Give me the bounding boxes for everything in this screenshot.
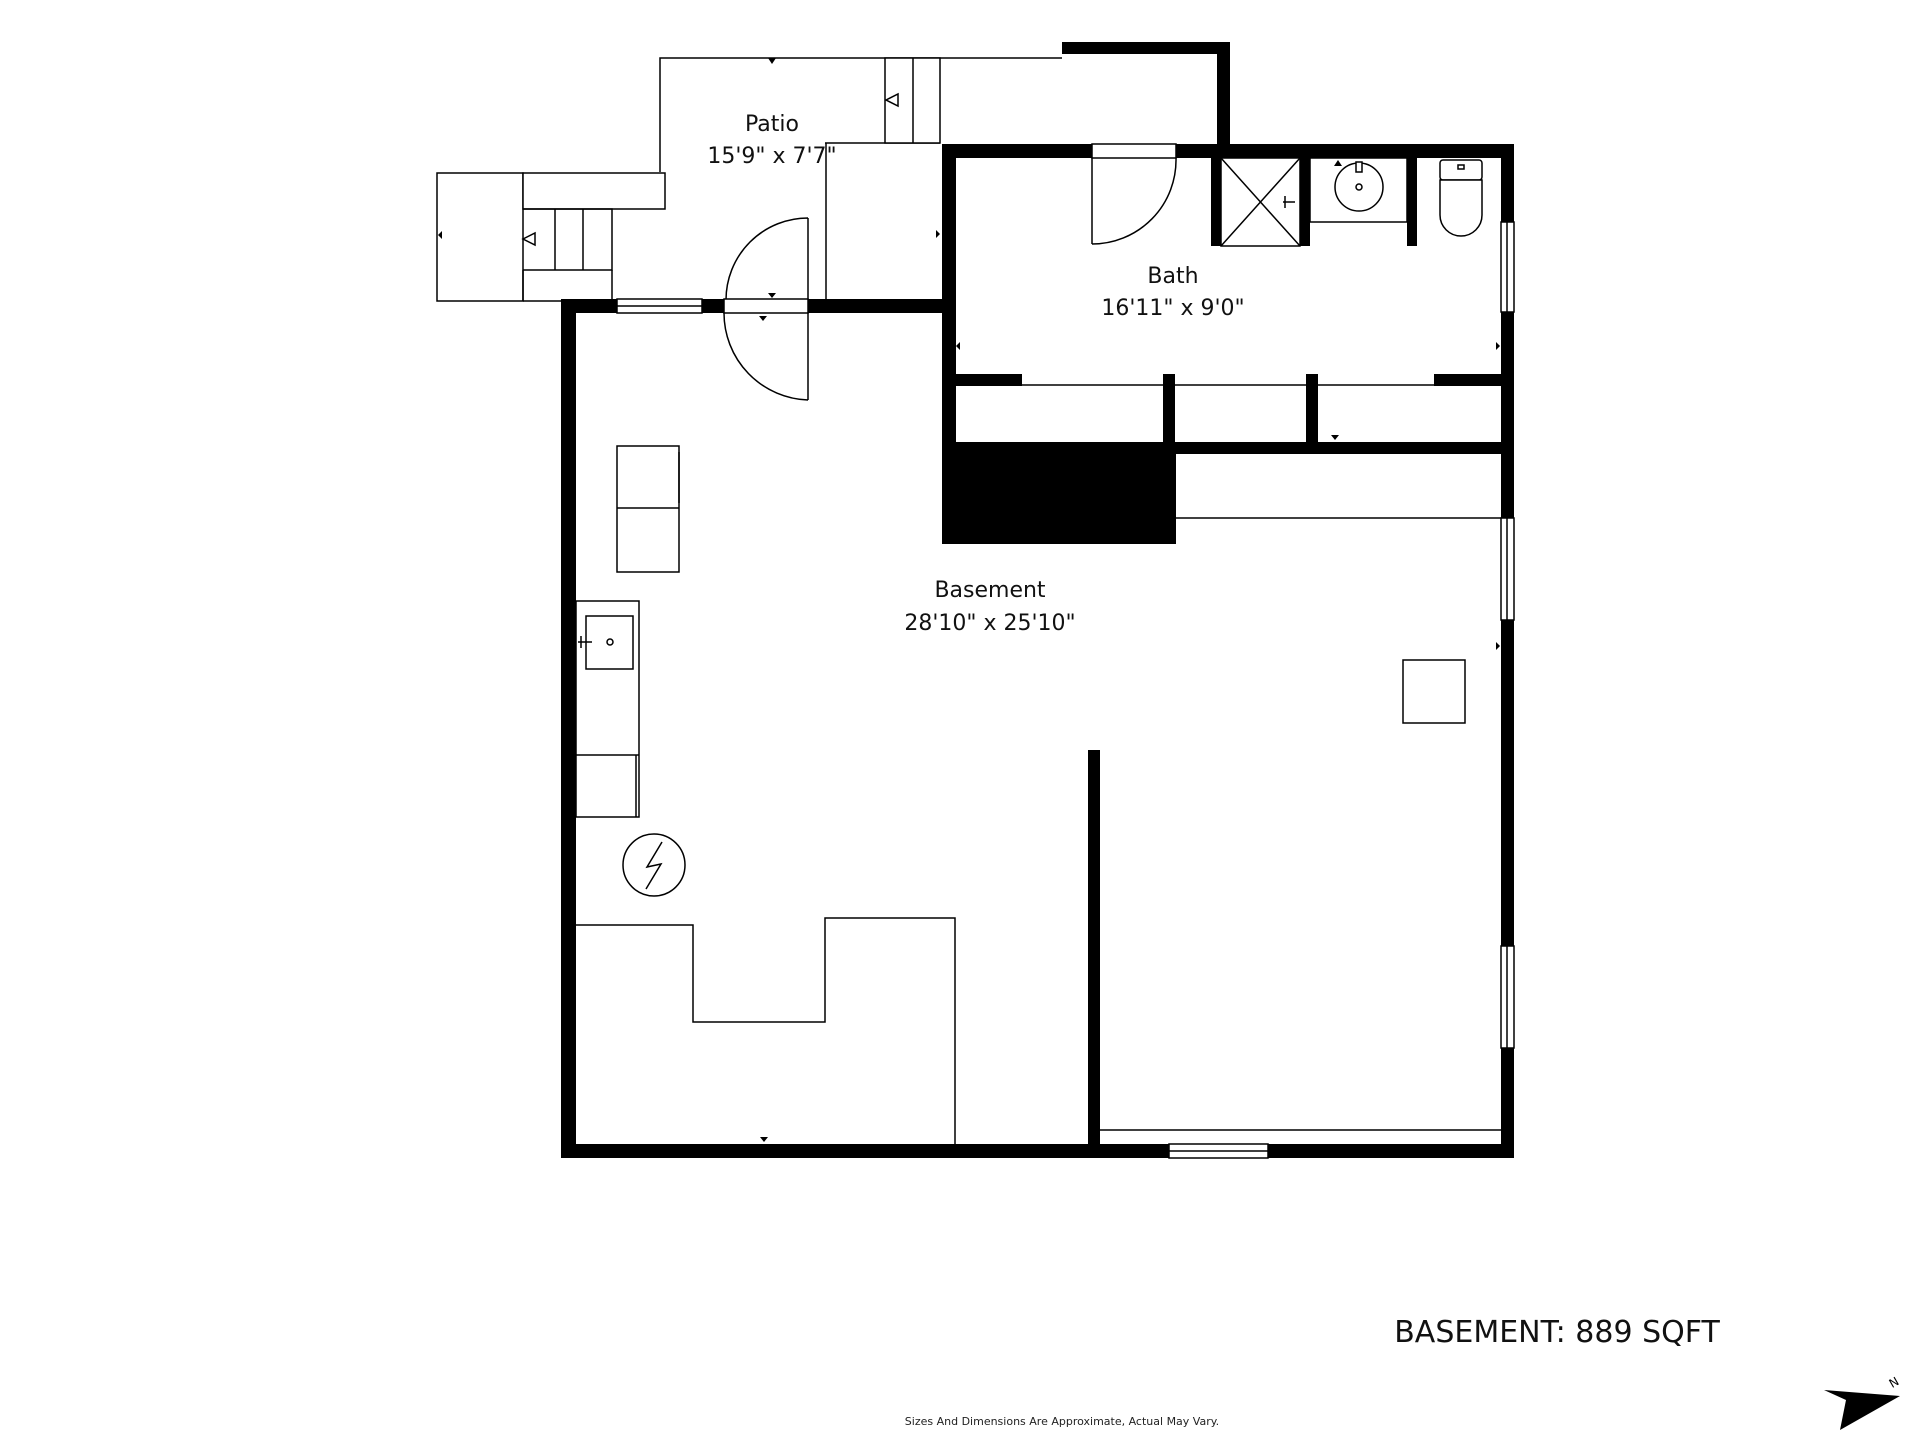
window-bottom (1168, 1143, 1269, 1159)
patio-dimensions: 15'9" x 7'7" (707, 144, 836, 169)
compass: N (1824, 1374, 1901, 1430)
room-label-basement: Basement 28'10" x 25'10" (904, 578, 1075, 636)
shower (1220, 157, 1301, 247)
workbench-outline (576, 917, 956, 1144)
toilet (1439, 159, 1483, 237)
room-label-patio: Patio 15'9" x 7'7" (707, 112, 836, 169)
patio-area (436, 57, 1062, 302)
walls (561, 42, 1514, 1158)
doors (723, 143, 1501, 1131)
basement-fixtures (575, 445, 1466, 1144)
compass-north-label: N (1887, 1374, 1902, 1391)
utility-counter (575, 600, 640, 818)
bath-dimensions: 16'11" x 9'0" (1101, 296, 1244, 321)
bath-fixtures (1220, 157, 1483, 247)
left-stairs (436, 172, 666, 302)
window-right-upper (1500, 221, 1515, 313)
electrical-panel (622, 833, 686, 897)
dimension-markers (438, 58, 1500, 1142)
basement-name: Basement (934, 578, 1045, 603)
bath-name: Bath (1147, 264, 1198, 289)
window-top-left (616, 298, 703, 314)
window-right-middle (1500, 517, 1515, 621)
furnace-box (1402, 659, 1466, 724)
window-right-lower (1500, 945, 1515, 1049)
upper-stairs (884, 57, 941, 144)
basement-dimensions: 28'10" x 25'10" (904, 611, 1075, 636)
patio-name: Patio (745, 112, 799, 137)
appliance-washer-dryer (616, 445, 680, 573)
area-summary: BASEMENT: 889 SQFT (1394, 1315, 1720, 1350)
compass-arrow-icon (1824, 1390, 1900, 1430)
windows (616, 221, 1515, 1159)
disclaimer-text: Sizes And Dimensions Are Approximate, Ac… (905, 1415, 1219, 1428)
sink-bath (1309, 157, 1408, 223)
room-label-bath: Bath 16'11" x 9'0" (1101, 264, 1244, 321)
